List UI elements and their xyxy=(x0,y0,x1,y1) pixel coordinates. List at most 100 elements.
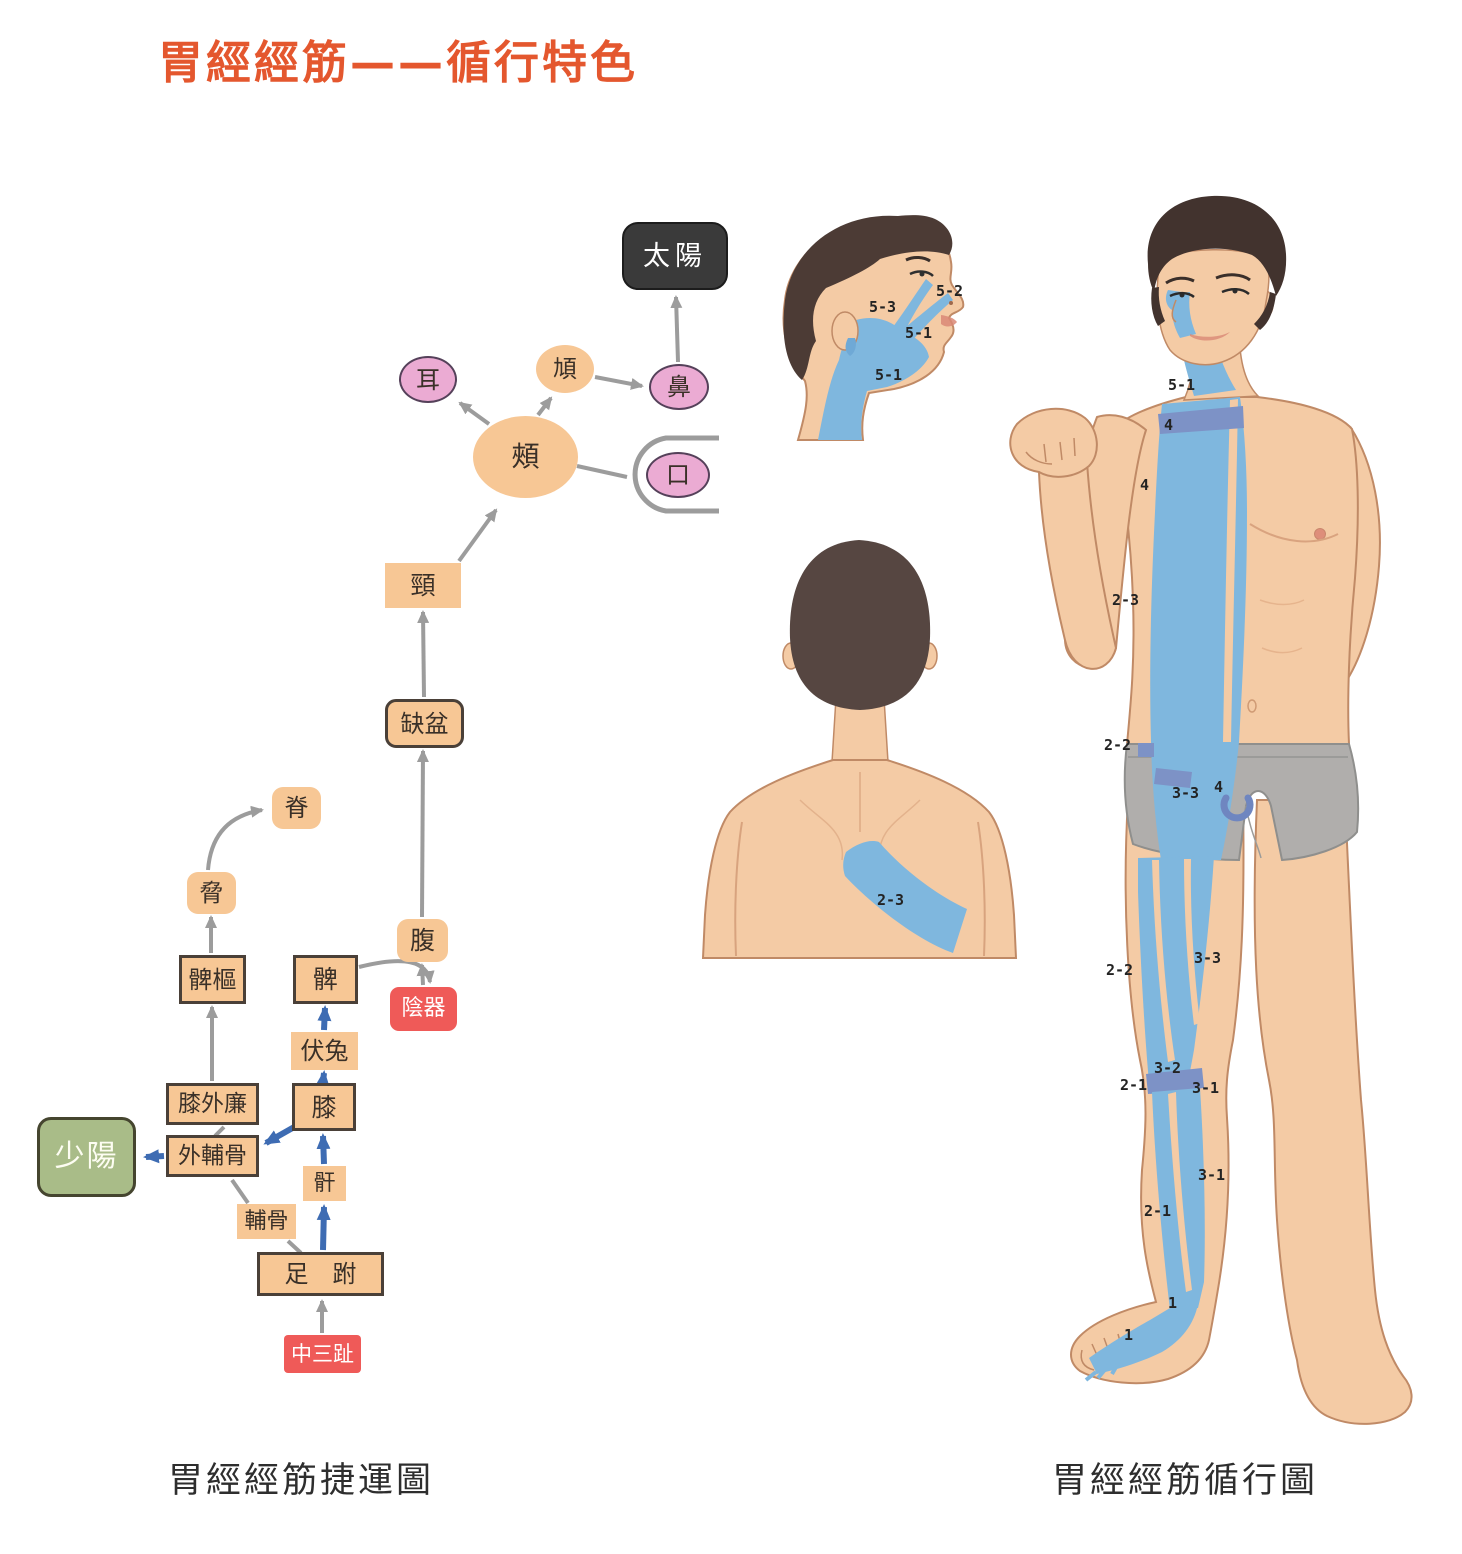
back-right-arm-crease xyxy=(977,821,986,957)
head-label: 5-1 xyxy=(905,324,932,342)
body-label: 2-2 xyxy=(1106,961,1133,979)
body-label: 1 xyxy=(1168,1294,1177,1312)
flowchart-arrows xyxy=(205,295,719,1333)
profile-eyebrow xyxy=(905,256,931,263)
node-quepen: 缺盆 xyxy=(385,699,464,748)
body-label: 2-3 xyxy=(1112,591,1139,609)
body-left-forearm xyxy=(1037,460,1118,670)
meridian-streak-to-eye xyxy=(893,279,933,335)
node-shaoyang: 少陽 xyxy=(37,1117,136,1197)
body-nose-line xyxy=(1171,299,1177,323)
body-label: 4 xyxy=(1164,416,1173,434)
flowchart-blue-arrows xyxy=(143,1005,332,1251)
node-knee: 膝 xyxy=(292,1083,356,1131)
back-label: 2-3 xyxy=(877,891,904,909)
arrow-jia-qiu xyxy=(536,396,553,417)
line-zufu-fugu xyxy=(286,1239,303,1255)
node-futu: 伏兔 xyxy=(291,1032,358,1070)
body-label: 3-3 xyxy=(1172,784,1199,802)
body-label: 2-2 xyxy=(1104,736,1131,754)
body-label: 2-1 xyxy=(1144,1202,1171,1220)
node-neck: 頸 xyxy=(385,563,461,608)
node-nose: 鼻 xyxy=(649,364,709,410)
shin-skin-stripe xyxy=(1168,1092,1192,1292)
body-label: 3-3 xyxy=(1194,949,1221,967)
arrow-qiu-bi xyxy=(594,375,644,390)
head-profile-figure: 5-2 5-3 5-1 5-1 xyxy=(782,215,965,441)
body-label: 3-2 xyxy=(1154,1059,1181,1077)
arrow-xi-waifugu xyxy=(263,1123,298,1146)
meridian-knee-band xyxy=(1146,1068,1204,1094)
profile-lips xyxy=(941,315,957,327)
body-lips xyxy=(1190,332,1230,341)
meridian-foot-fan xyxy=(1089,1304,1198,1374)
arrow-gan-xi xyxy=(316,1133,331,1165)
flowchart-caption: 胃經經筋捷運圖 xyxy=(168,1461,435,1501)
body-label: 3-1 xyxy=(1198,1166,1225,1184)
node-flank: 脅 xyxy=(187,872,236,914)
line-xiwailian-waifugu xyxy=(213,1125,226,1138)
meridian-clavicle-band xyxy=(1158,406,1244,434)
body-label: 1 xyxy=(1124,1326,1133,1344)
node-fugu: 輔骨 xyxy=(237,1204,296,1239)
node-xiwailian: 膝外廉 xyxy=(166,1083,259,1125)
meridian-streak-to-nose xyxy=(901,293,953,342)
head-label: 5-1 xyxy=(875,366,902,384)
arrow-jing-jia xyxy=(457,508,498,563)
groin-ring-marker xyxy=(1220,794,1254,822)
back-hair xyxy=(789,540,931,710)
meridian-dark-square xyxy=(1138,743,1154,757)
back-view-figure: 2-3 xyxy=(701,540,1018,959)
node-spine: 脊 xyxy=(272,787,321,829)
arrow-yinqi-fu xyxy=(416,963,429,986)
arrow-quepen-jing xyxy=(417,610,430,698)
node-yinqi: 陰器 xyxy=(390,987,457,1031)
node-ear: 耳 xyxy=(399,356,457,403)
thumb-line xyxy=(1025,451,1053,465)
arrow-xie-ji xyxy=(206,805,264,871)
abs-lines xyxy=(1259,599,1305,654)
ear-lobe-meridian xyxy=(845,338,856,356)
node-pishu: 髀樞 xyxy=(179,955,246,1004)
body-label: 2-1 xyxy=(1120,1076,1147,1094)
arrow-fu-quepen xyxy=(416,749,429,918)
page-title: 胃經經筋——循行特色 xyxy=(158,36,639,89)
body-sideburn xyxy=(1151,287,1165,326)
meridian-dark-square xyxy=(1154,768,1192,788)
back-meridian-band xyxy=(843,841,967,953)
thigh-skin-stripe xyxy=(1184,859,1200,1025)
body-label: 4 xyxy=(1214,778,1223,796)
profile-nostril xyxy=(949,301,953,305)
profile-pupil xyxy=(919,271,925,277)
line-jia-mouth xyxy=(576,464,628,479)
arrow-xi-futu xyxy=(315,1070,330,1087)
head-profile-hair xyxy=(783,215,953,380)
body-fist xyxy=(1009,407,1098,478)
meridian-face-streak xyxy=(1172,292,1196,338)
pec-line xyxy=(1249,523,1339,543)
node-waifugu: 外輔骨 xyxy=(166,1135,259,1177)
toe-meridian-streaks xyxy=(1084,1359,1122,1382)
node-thigh: 髀 xyxy=(293,955,358,1004)
arrow-pi-yinqi xyxy=(358,959,435,984)
body-sideburn xyxy=(1254,292,1276,330)
node-cheek: 頰 xyxy=(473,416,578,498)
nipple xyxy=(1314,528,1326,540)
node-gan: 骭 xyxy=(303,1166,346,1201)
body-label: 3-1 xyxy=(1192,1079,1219,1097)
head-label: 5-3 xyxy=(869,298,896,316)
arrow-bi-taiyang xyxy=(670,295,683,363)
thigh-skin-stripe xyxy=(1152,860,1175,1062)
big-toe-line xyxy=(1080,1349,1095,1371)
full-body-figure: 5-1 4 4 2-3 2-2 3-3 4 2-2 3-3 3-2 2-1 3-… xyxy=(1009,195,1413,1425)
node-taiyang: 太陽 xyxy=(622,222,728,290)
finger-lines xyxy=(1043,437,1076,463)
node-zhongsanzhi: 中三趾 xyxy=(284,1335,361,1373)
body-hair xyxy=(1147,195,1287,296)
navel xyxy=(1247,699,1257,713)
node-zufu: 足 跗 xyxy=(257,1252,384,1296)
meridian-chest-band xyxy=(1150,397,1247,742)
back-left-arm-crease xyxy=(734,821,743,957)
